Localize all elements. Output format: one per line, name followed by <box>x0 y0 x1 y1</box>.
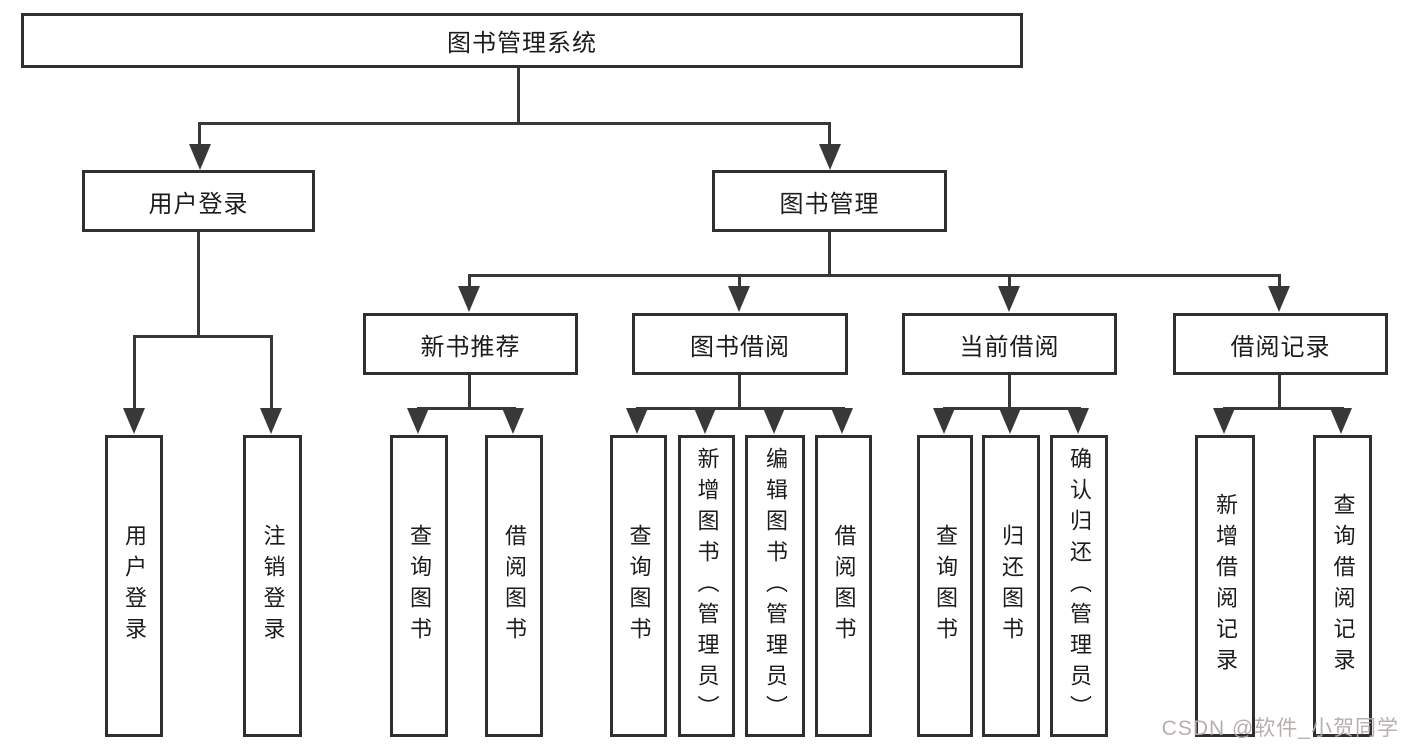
leaf-label: 借阅图书 <box>831 524 857 648</box>
leaf-label: 确认归还（管理员） <box>1067 446 1092 726</box>
connector-group1-branch <box>134 335 273 338</box>
connector-group1-stem-a <box>133 335 136 413</box>
leaf-borrow-books-2: 借阅图书 <box>815 435 872 737</box>
arrowhead-down-icon <box>458 286 480 312</box>
connector-newbook-stem <box>468 375 471 410</box>
node-user-login: 用户登录 <box>82 170 315 232</box>
connector-level3-stem-3 <box>1008 274 1011 294</box>
arrowhead-down-icon <box>831 408 853 434</box>
arrowhead-down-icon <box>1213 408 1235 434</box>
arrowhead-down-icon <box>407 408 429 434</box>
node-borrowing-records: 借阅记录 <box>1173 313 1388 375</box>
connector-level3-stem-2 <box>738 274 741 294</box>
node-label: 用户登录 <box>148 190 249 218</box>
connector-level2-stem-right <box>828 122 831 152</box>
arrowhead-down-icon <box>728 286 750 312</box>
arrowhead-down-icon <box>260 408 282 434</box>
leaf-label: 用户登录 <box>122 524 147 648</box>
leaf-edit-books-admin: 编辑图书（管理员） <box>745 435 805 737</box>
leaf-label: 查询借阅记录 <box>1330 493 1356 679</box>
connector-group3-branch <box>636 407 845 410</box>
node-new-book-recommendation: 新书推荐 <box>363 313 578 375</box>
arrowhead-down-icon <box>1330 408 1352 434</box>
connector-borrow-stem <box>738 375 741 410</box>
leaf-label: 编辑图书（管理员） <box>763 446 788 726</box>
connector-level2-branch <box>198 122 831 125</box>
leaf-label: 注销登录 <box>260 524 286 648</box>
node-label: 图书管理系统 <box>447 30 597 57</box>
node-label: 图书借阅 <box>690 333 790 361</box>
connector-level3-branch <box>468 274 1281 277</box>
arrowhead-down-icon <box>189 144 211 170</box>
leaf-logout: 注销登录 <box>243 435 302 737</box>
connector-group2-branch <box>417 407 516 410</box>
connector-bookmgmt-stem <box>828 232 831 277</box>
arrowhead-down-icon <box>819 144 841 170</box>
leaf-query-books-2: 查询图书 <box>610 435 667 737</box>
leaf-confirm-return-admin: 确认归还（管理员） <box>1050 435 1108 737</box>
arrowhead-down-icon <box>999 408 1021 434</box>
csdn-watermark: CSDN @软件_小贺同学 <box>1161 717 1399 740</box>
connector-root-stem <box>517 68 520 125</box>
leaf-label: 借阅图书 <box>502 524 527 648</box>
connector-group1-stem-b <box>270 335 273 413</box>
arrowhead-down-icon <box>933 408 955 434</box>
arrowhead-down-icon <box>998 286 1020 312</box>
node-current-borrowing: 当前借阅 <box>902 313 1117 375</box>
node-library-management-system: 图书管理系统 <box>21 13 1023 68</box>
leaf-query-books: 查询图书 <box>390 435 448 737</box>
connector-group5-branch <box>1223 407 1344 410</box>
leaf-borrow-books: 借阅图书 <box>485 435 543 737</box>
arrowhead-down-icon <box>763 408 785 434</box>
leaf-user-login: 用户登录 <box>105 435 163 737</box>
connector-level2-stem-left <box>198 122 201 152</box>
leaf-label: 查询图书 <box>933 524 958 648</box>
leaf-label: 查询图书 <box>626 524 652 648</box>
leaf-query-books-3: 查询图书 <box>917 435 973 737</box>
leaf-add-borrow-record: 新增借阅记录 <box>1195 435 1255 737</box>
connector-level3-stem-1 <box>468 274 471 294</box>
arrowhead-down-icon <box>502 408 524 434</box>
connector-current-stem <box>1008 375 1011 410</box>
arrowhead-down-icon <box>123 408 145 434</box>
arrowhead-down-icon <box>694 408 716 434</box>
connector-userlogin-stem <box>197 232 200 338</box>
leaf-label: 新增借阅记录 <box>1213 493 1238 679</box>
arrowhead-down-icon <box>1268 286 1290 312</box>
node-label: 借阅记录 <box>1230 333 1331 361</box>
leaf-label: 查询图书 <box>407 524 432 648</box>
leaf-add-books-admin: 新增图书（管理员） <box>678 435 735 737</box>
node-label: 图书管理 <box>779 190 880 218</box>
leaf-label: 归还图书 <box>999 524 1024 648</box>
arrowhead-down-icon <box>626 408 648 434</box>
node-label: 当前借阅 <box>959 333 1060 361</box>
node-label: 新书推荐 <box>420 333 521 361</box>
node-book-management: 图书管理 <box>712 170 947 232</box>
connector-level3-stem-4 <box>1278 274 1281 294</box>
leaf-label: 新增图书（管理员） <box>694 446 720 726</box>
node-book-borrowing: 图书借阅 <box>632 313 848 375</box>
connector-records-stem <box>1278 375 1281 410</box>
leaf-return-books: 归还图书 <box>982 435 1040 737</box>
leaf-query-borrow-record: 查询借阅记录 <box>1313 435 1372 737</box>
arrowhead-down-icon <box>1067 408 1089 434</box>
